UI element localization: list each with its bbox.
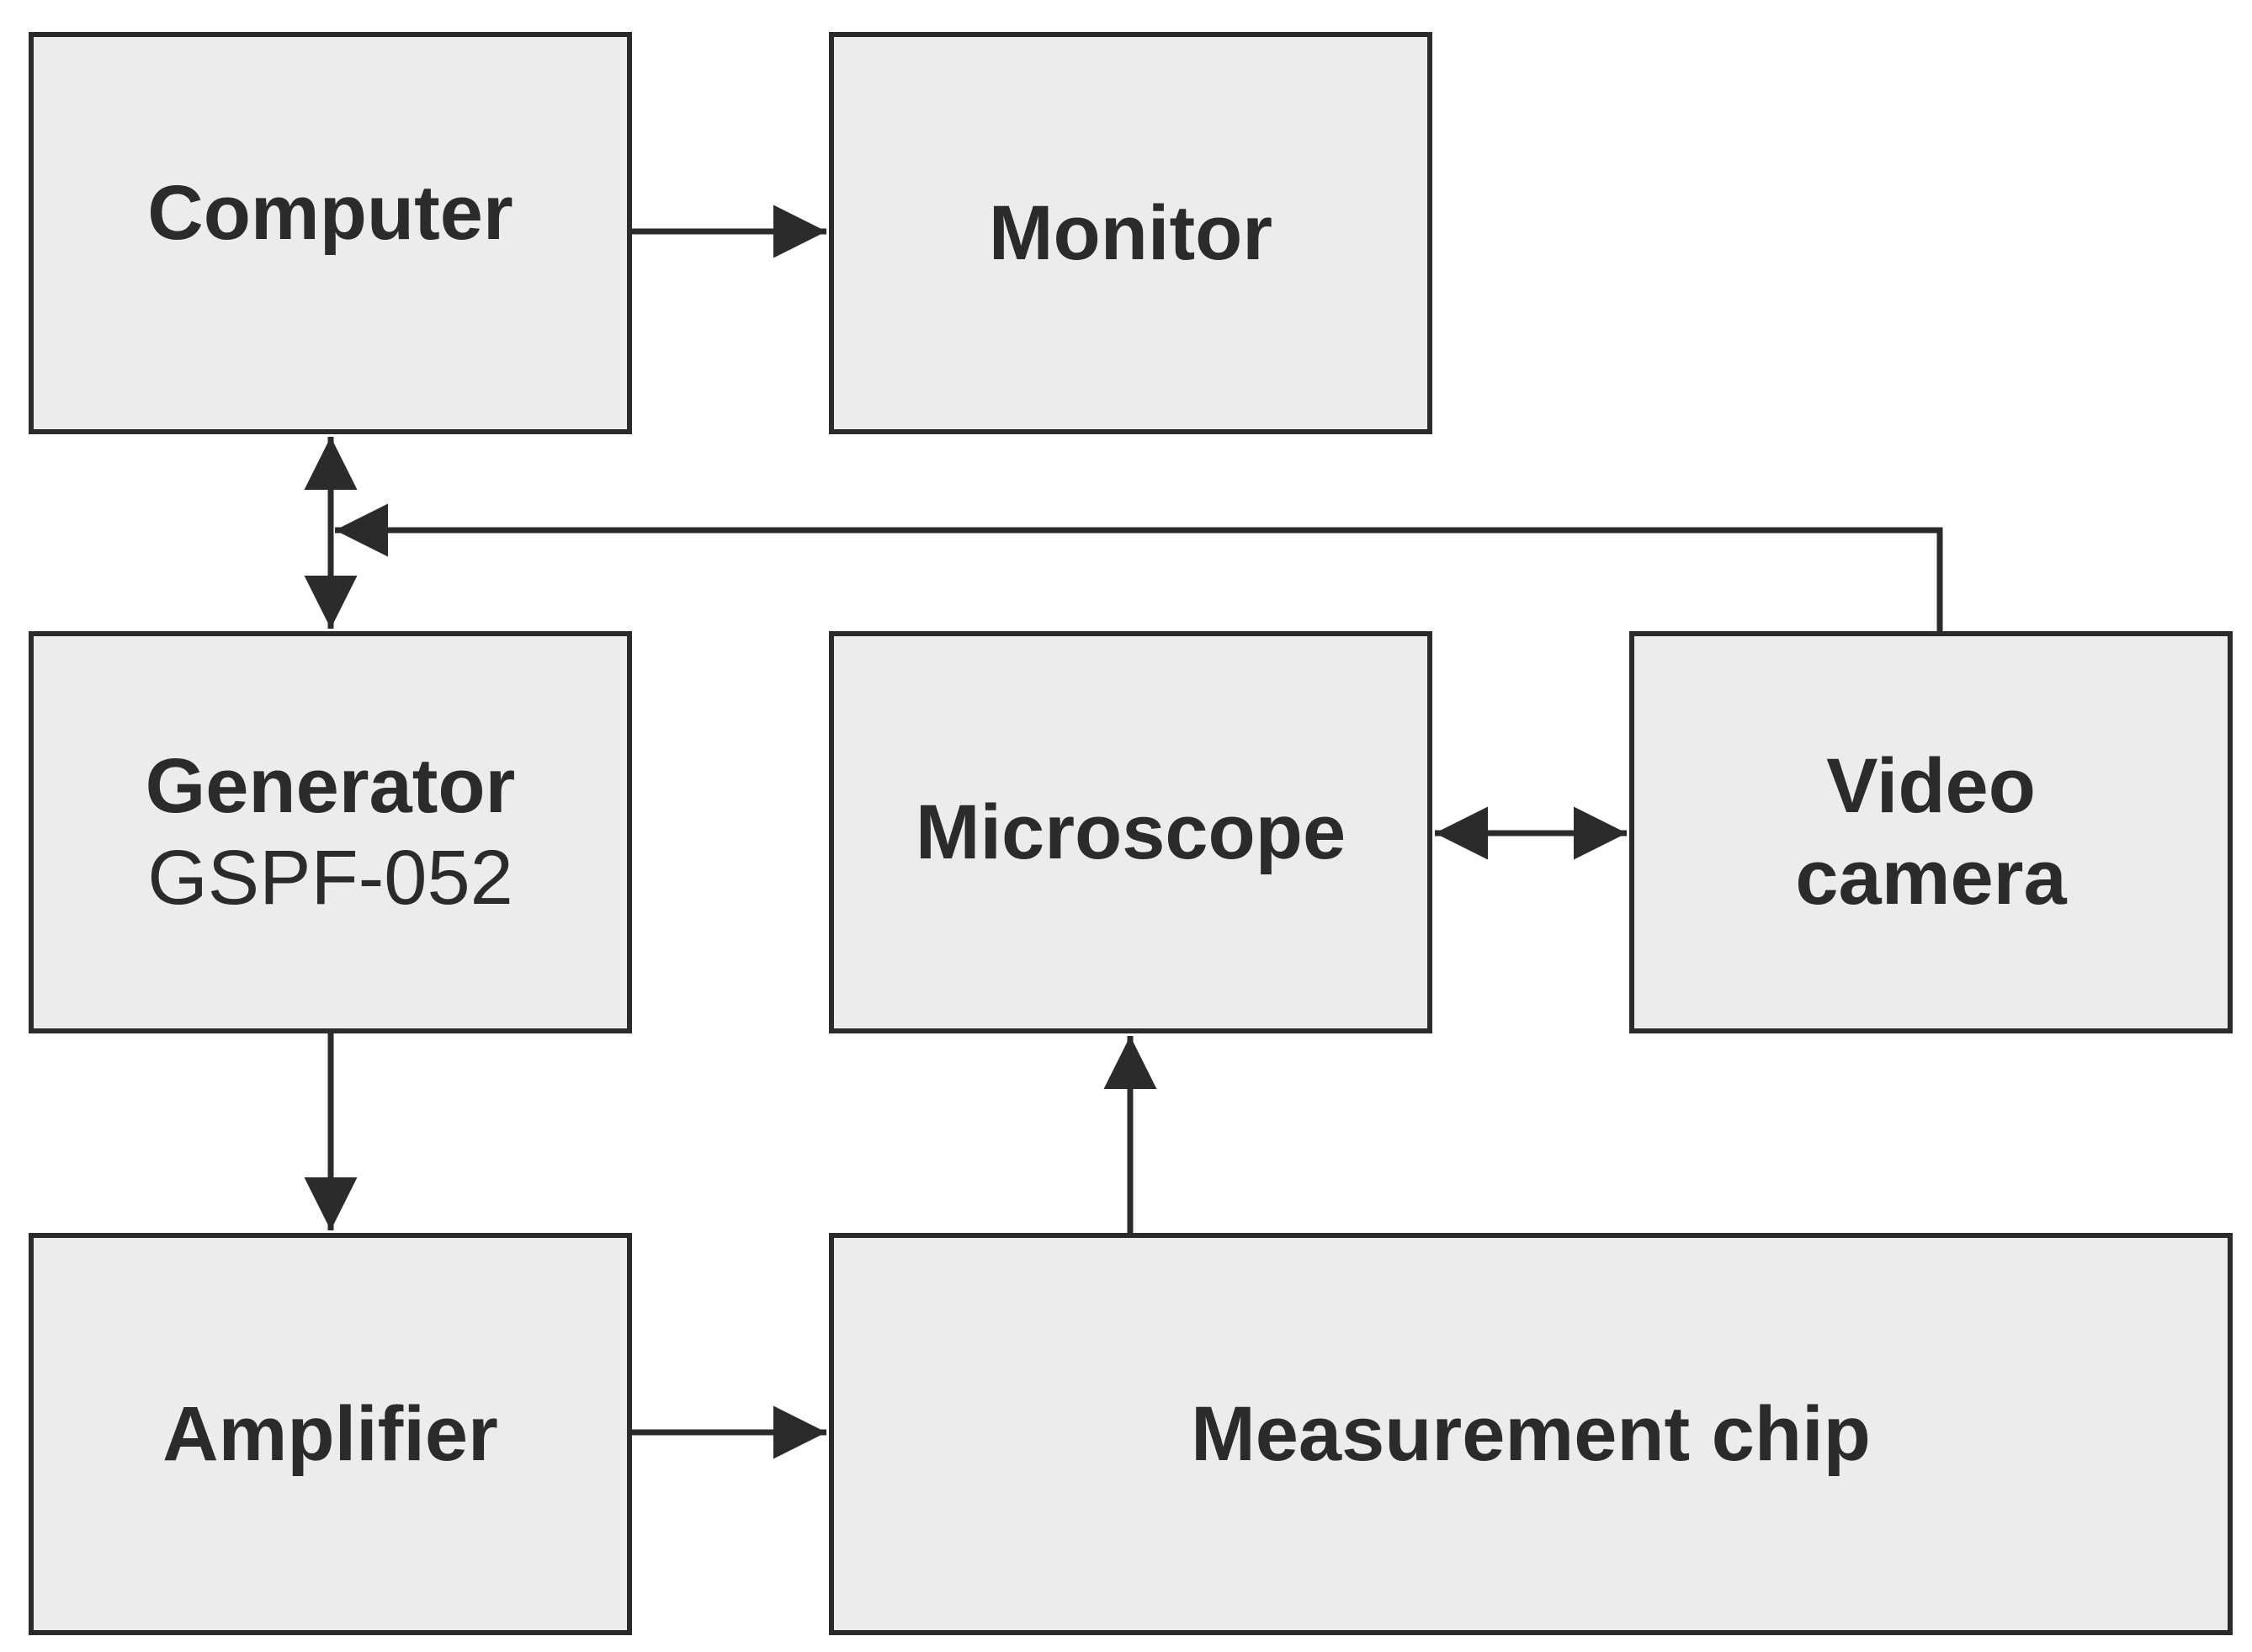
video-camera-label-line2: camera bbox=[1795, 835, 2067, 921]
video-camera-label-line1: Video bbox=[1826, 743, 2036, 830]
generator-label: Generator bbox=[145, 743, 516, 830]
amplifier-label: Amplifier bbox=[162, 1390, 498, 1477]
generator-block: Generator GSPF-052 bbox=[29, 631, 632, 1033]
generator-model-label: GSPF-052 bbox=[147, 835, 513, 921]
arrow-video-camera-to-computer bbox=[335, 503, 1943, 631]
monitor-label: Monitor bbox=[988, 189, 1273, 276]
microscope-label: Microscope bbox=[915, 789, 1346, 875]
measurement-chip-block: Measurement chip bbox=[829, 1233, 2233, 1635]
microscope-block: Microscope bbox=[829, 631, 1432, 1033]
computer-block: Computer bbox=[29, 32, 632, 434]
monitor-block: Monitor bbox=[829, 32, 1432, 434]
computer-label: Computer bbox=[147, 169, 513, 256]
measurement-chip-label: Measurement chip bbox=[1191, 1390, 1871, 1477]
amplifier-block: Amplifier bbox=[29, 1233, 632, 1635]
video-camera-block: Video camera bbox=[1629, 631, 2233, 1033]
